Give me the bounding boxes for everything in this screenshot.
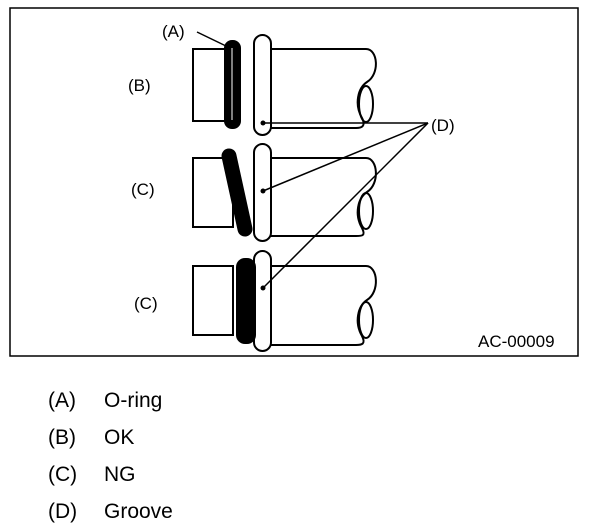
label-c-top: (C) — [131, 180, 155, 199]
pipe-ok — [192, 34, 377, 136]
oring-tilted — [221, 148, 253, 237]
leader-a — [196, 31, 227, 47]
legend-item-a: (A) O-ring — [48, 382, 173, 419]
legend: (A) O-ring (B) OK (C) NG (D) Groove — [48, 382, 173, 530]
legend-key: (A) — [48, 388, 76, 412]
oring-on-bead — [236, 258, 256, 344]
pipe-body — [268, 157, 377, 237]
legend-item-b: (B) OK — [48, 419, 173, 456]
pipe-ng-on-bead — [192, 250, 377, 352]
legend-key: (C) — [48, 462, 78, 486]
pipe-fitting — [192, 265, 234, 336]
oring-diagram: (A) (B) (C) (C) (D) AC-00009 — [9, 7, 579, 357]
legend-text: OK — [104, 425, 135, 449]
label-c-bottom: (C) — [134, 294, 158, 313]
pipe-bead — [253, 250, 272, 352]
pipe-end-opening — [358, 301, 374, 339]
label-a: (A) — [162, 22, 185, 41]
pipe-end-opening — [358, 85, 374, 123]
legend-key: (D) — [48, 499, 78, 523]
pipe-fitting — [192, 48, 228, 122]
figure-code: AC-00009 — [478, 332, 555, 351]
leader-d-2 — [262, 122, 429, 192]
label-d: (D) — [431, 116, 455, 135]
pipe-ng-tilted — [192, 143, 377, 242]
pipe-end-opening — [358, 192, 374, 230]
legend-text: Groove — [104, 499, 173, 523]
leader-d-3 — [262, 122, 429, 289]
legend-item-d: (D) Groove — [48, 493, 173, 530]
legend-text: O-ring — [104, 388, 163, 412]
legend-key: (B) — [48, 425, 76, 449]
legend-item-c: (C) NG — [48, 456, 173, 493]
pipe-bead — [253, 34, 272, 136]
diagram-frame — [9, 7, 579, 357]
label-b: (B) — [128, 76, 151, 95]
pipe-body — [268, 265, 377, 346]
legend-text: NG — [104, 462, 136, 486]
pipe-body — [268, 48, 377, 129]
